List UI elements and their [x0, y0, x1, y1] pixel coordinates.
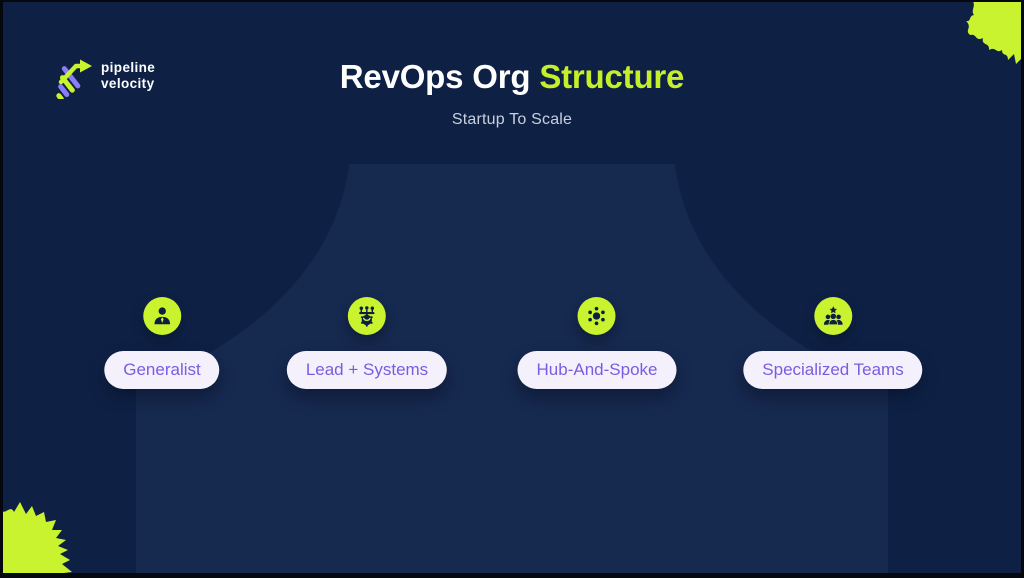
pipeline-velocity-logo: pipeline velocity [46, 53, 155, 99]
structure-item-specialized-teams: Specialized Teams [743, 297, 923, 389]
logo-line1: pipeline [101, 60, 156, 76]
paint-splat-icon [966, 0, 1024, 64]
structure-label-pill: Hub-And-Spoke [517, 351, 677, 389]
title-main: RevOps Org [339, 58, 540, 95]
title-accent: Structure [539, 58, 685, 95]
hub-spoke-icon [578, 297, 616, 335]
pipeline-velocity-arrow-icon [56, 59, 92, 99]
star-team-icon [814, 297, 852, 335]
structure-item-lead-systems: Lead + Systems [286, 297, 448, 389]
structure-item-hub-and-spoke: Hub-And-Spoke [517, 297, 677, 389]
structure-label-pill: Specialized Teams [743, 351, 923, 389]
logo-line2: velocity [101, 76, 155, 91]
structure-label-pill: Generalist [104, 351, 220, 389]
paint-splat-icon [0, 502, 72, 578]
structure-item-generalist: Generalist [104, 297, 220, 389]
header: RevOps Org Structure Startup To Scale [0, 58, 1024, 129]
page-subtitle: Startup To Scale [451, 111, 573, 128]
structure-label-pill: Lead + Systems [286, 351, 448, 389]
logo-wordmark: pipeline velocity [101, 60, 155, 92]
person-icon [142, 297, 181, 335]
page-title: RevOps Org Structure [0, 58, 1024, 96]
team-gear-icon [348, 297, 386, 335]
